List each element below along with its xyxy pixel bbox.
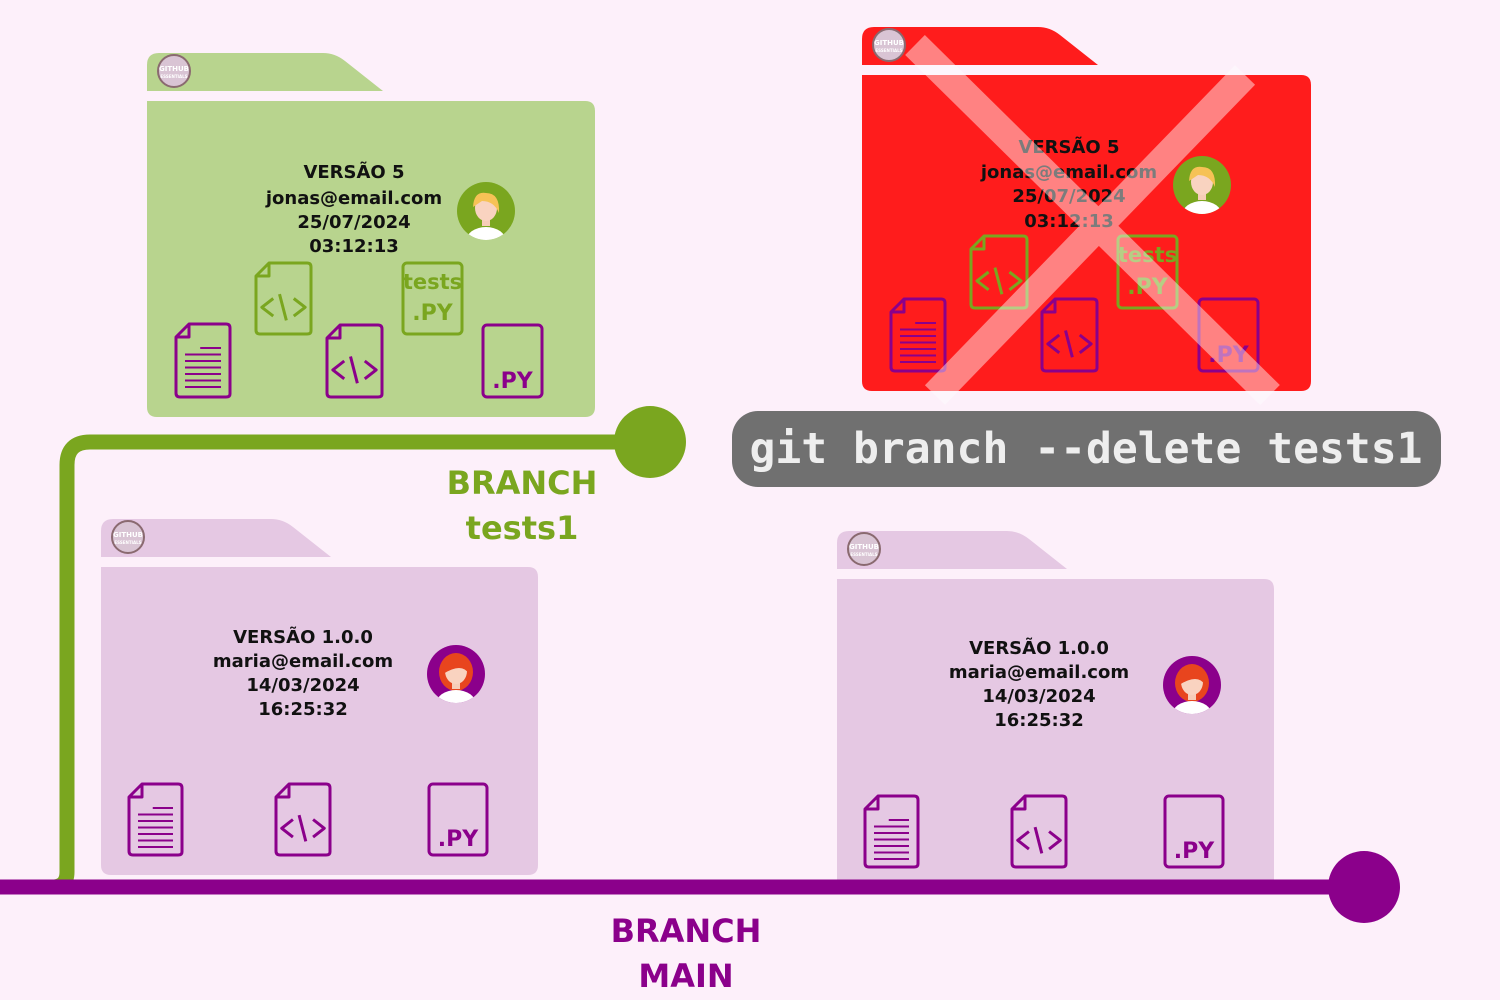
svg-text:GITHUB: GITHUB (849, 543, 879, 551)
folder-tab (101, 519, 331, 557)
version-label: VERSÃO 5 (303, 160, 404, 183)
jonas-avatar (1173, 156, 1231, 214)
tests-label: tests (1118, 243, 1177, 267)
folder-tab (837, 531, 1067, 569)
branch-tests1-label-1: BRANCH (447, 464, 598, 502)
svg-text:GITHUB: GITHUB (113, 531, 143, 539)
svg-text:ESSENTIALS: ESSENTIALS (160, 74, 187, 79)
code-purple-file-icon (325, 323, 384, 399)
maria-avatar (1163, 656, 1221, 714)
maria-avatar (427, 645, 485, 703)
svg-text:ESSENTIALS: ESSENTIALS (875, 48, 902, 53)
tests-label: tests (403, 270, 462, 294)
py-label: .PY (492, 369, 533, 394)
command-box: git branch --delete tests1 (732, 411, 1441, 487)
commit-date: 14/03/2024 (246, 675, 359, 696)
tests-py-file-icon: .PY tests (401, 261, 464, 336)
tests-py-file-icon: .PY tests (1116, 234, 1179, 310)
branch-main-head (1328, 851, 1400, 923)
svg-text:ESSENTIALS: ESSENTIALS (850, 552, 877, 557)
branch-main-label-2: MAIN (638, 957, 733, 995)
document-file-icon (174, 322, 232, 399)
code-green-file-icon (254, 261, 313, 336)
folder-tab (862, 27, 1098, 65)
branch-tests1-head (614, 406, 686, 478)
version-label: VERSÃO 1.0.0 (969, 636, 1109, 659)
svg-text:GITHUB: GITHUB (874, 39, 904, 47)
commit-time: 03:12:13 (1024, 211, 1114, 232)
code-purple-file-icon (1040, 297, 1099, 373)
py-file-icon: .PY (1197, 297, 1260, 373)
author-email: jonas@email.com (265, 188, 442, 209)
version-label: VERSÃO 1.0.0 (233, 625, 373, 648)
author-email: maria@email.com (213, 651, 393, 672)
version-label: VERSÃO 5 (1018, 135, 1119, 158)
deleted-x-mark (905, 35, 1280, 405)
document-file-icon (889, 297, 947, 373)
py-label: .PY (438, 827, 479, 852)
commit-time: 16:25:32 (258, 699, 348, 720)
py-file-icon: .PY (481, 323, 544, 399)
document-file-icon (127, 782, 184, 857)
svg-text:GITHUB: GITHUB (159, 65, 189, 73)
py-label: .PY (412, 301, 453, 326)
jonas-avatar (457, 182, 515, 240)
commit-date: 14/03/2024 (982, 686, 1095, 707)
document-file-icon (863, 794, 920, 869)
commit-date: 25/07/2024 (1012, 186, 1125, 207)
code-green-file-icon (969, 234, 1029, 310)
py-file-icon: .PY (1163, 794, 1225, 869)
code-purple-file-icon (274, 782, 332, 857)
author-email: maria@email.com (949, 662, 1129, 683)
folder-tab (147, 53, 383, 91)
commit-time: 03:12:13 (309, 236, 399, 257)
py-label: .PY (1127, 275, 1168, 300)
py-label: .PY (1174, 839, 1215, 864)
branch-main-label-1: BRANCH (611, 912, 762, 950)
command-text: git branch --delete tests1 (749, 424, 1422, 474)
author-email: jonas@email.com (980, 162, 1157, 183)
commit-date: 25/07/2024 (297, 212, 410, 233)
commit-time: 16:25:32 (994, 710, 1084, 731)
code-purple-file-icon (1010, 794, 1068, 869)
py-label: .PY (1208, 343, 1249, 368)
py-file-icon: .PY (427, 782, 489, 857)
svg-text:ESSENTIALS: ESSENTIALS (114, 540, 141, 545)
branch-tests1-label-2: tests1 (466, 509, 579, 547)
